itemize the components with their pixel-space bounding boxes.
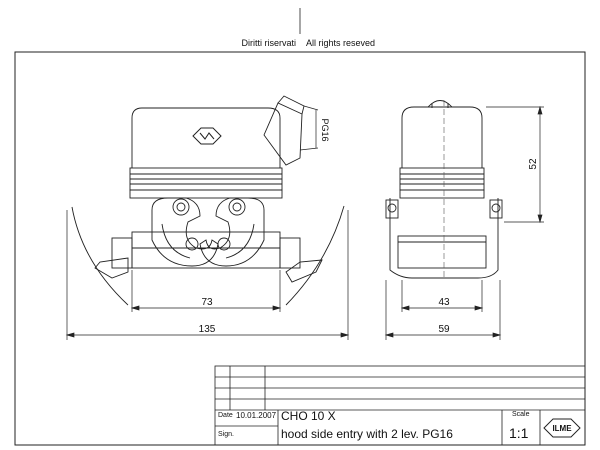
front-base [131,231,281,269]
header-right-text: All rights reseved [306,38,375,48]
ilme-logo-icon [543,418,581,438]
ilme-logo-text: ILME [552,424,572,433]
side-base [389,198,499,279]
front-cable-gland [263,102,303,166]
front-base-right [279,237,301,269]
product-code: CHO 10 X [281,409,336,423]
front-left-lever-arc [71,206,129,306]
side-dome [427,100,453,108]
dim-front-inner-width: 73 [201,297,213,308]
front-right-lever-arc [285,205,345,306]
product-description: hood side entry with 2 lev. PG16 [281,427,453,441]
front-view [71,95,345,306]
front-right-lever-tip [285,259,323,283]
date-value: 10.01.2007 [236,411,277,420]
date-label: Date [218,412,233,419]
front-base-left [111,237,133,269]
front-dimensions [65,105,350,340]
dim-side-overall-width: 59 [438,324,450,335]
title-block [214,365,586,446]
dim-side-inner-width: 43 [438,297,450,308]
dim-front-overall-width: 135 [199,324,216,335]
scale-label: Scale [512,411,530,418]
side-dimensions [384,105,544,340]
front-left-lever-tip [94,257,129,279]
dim-cable-entry: PG16 [320,118,330,141]
scale-value: 1:1 [509,425,529,441]
front-hood-body [131,107,281,168]
sign-label: Sign. [218,431,234,438]
side-view [385,100,503,280]
front-logo [192,127,222,145]
side-hood-body [401,106,483,168]
dim-side-height: 52 [528,158,539,170]
header-left-text: Diritti riservati [241,38,296,48]
